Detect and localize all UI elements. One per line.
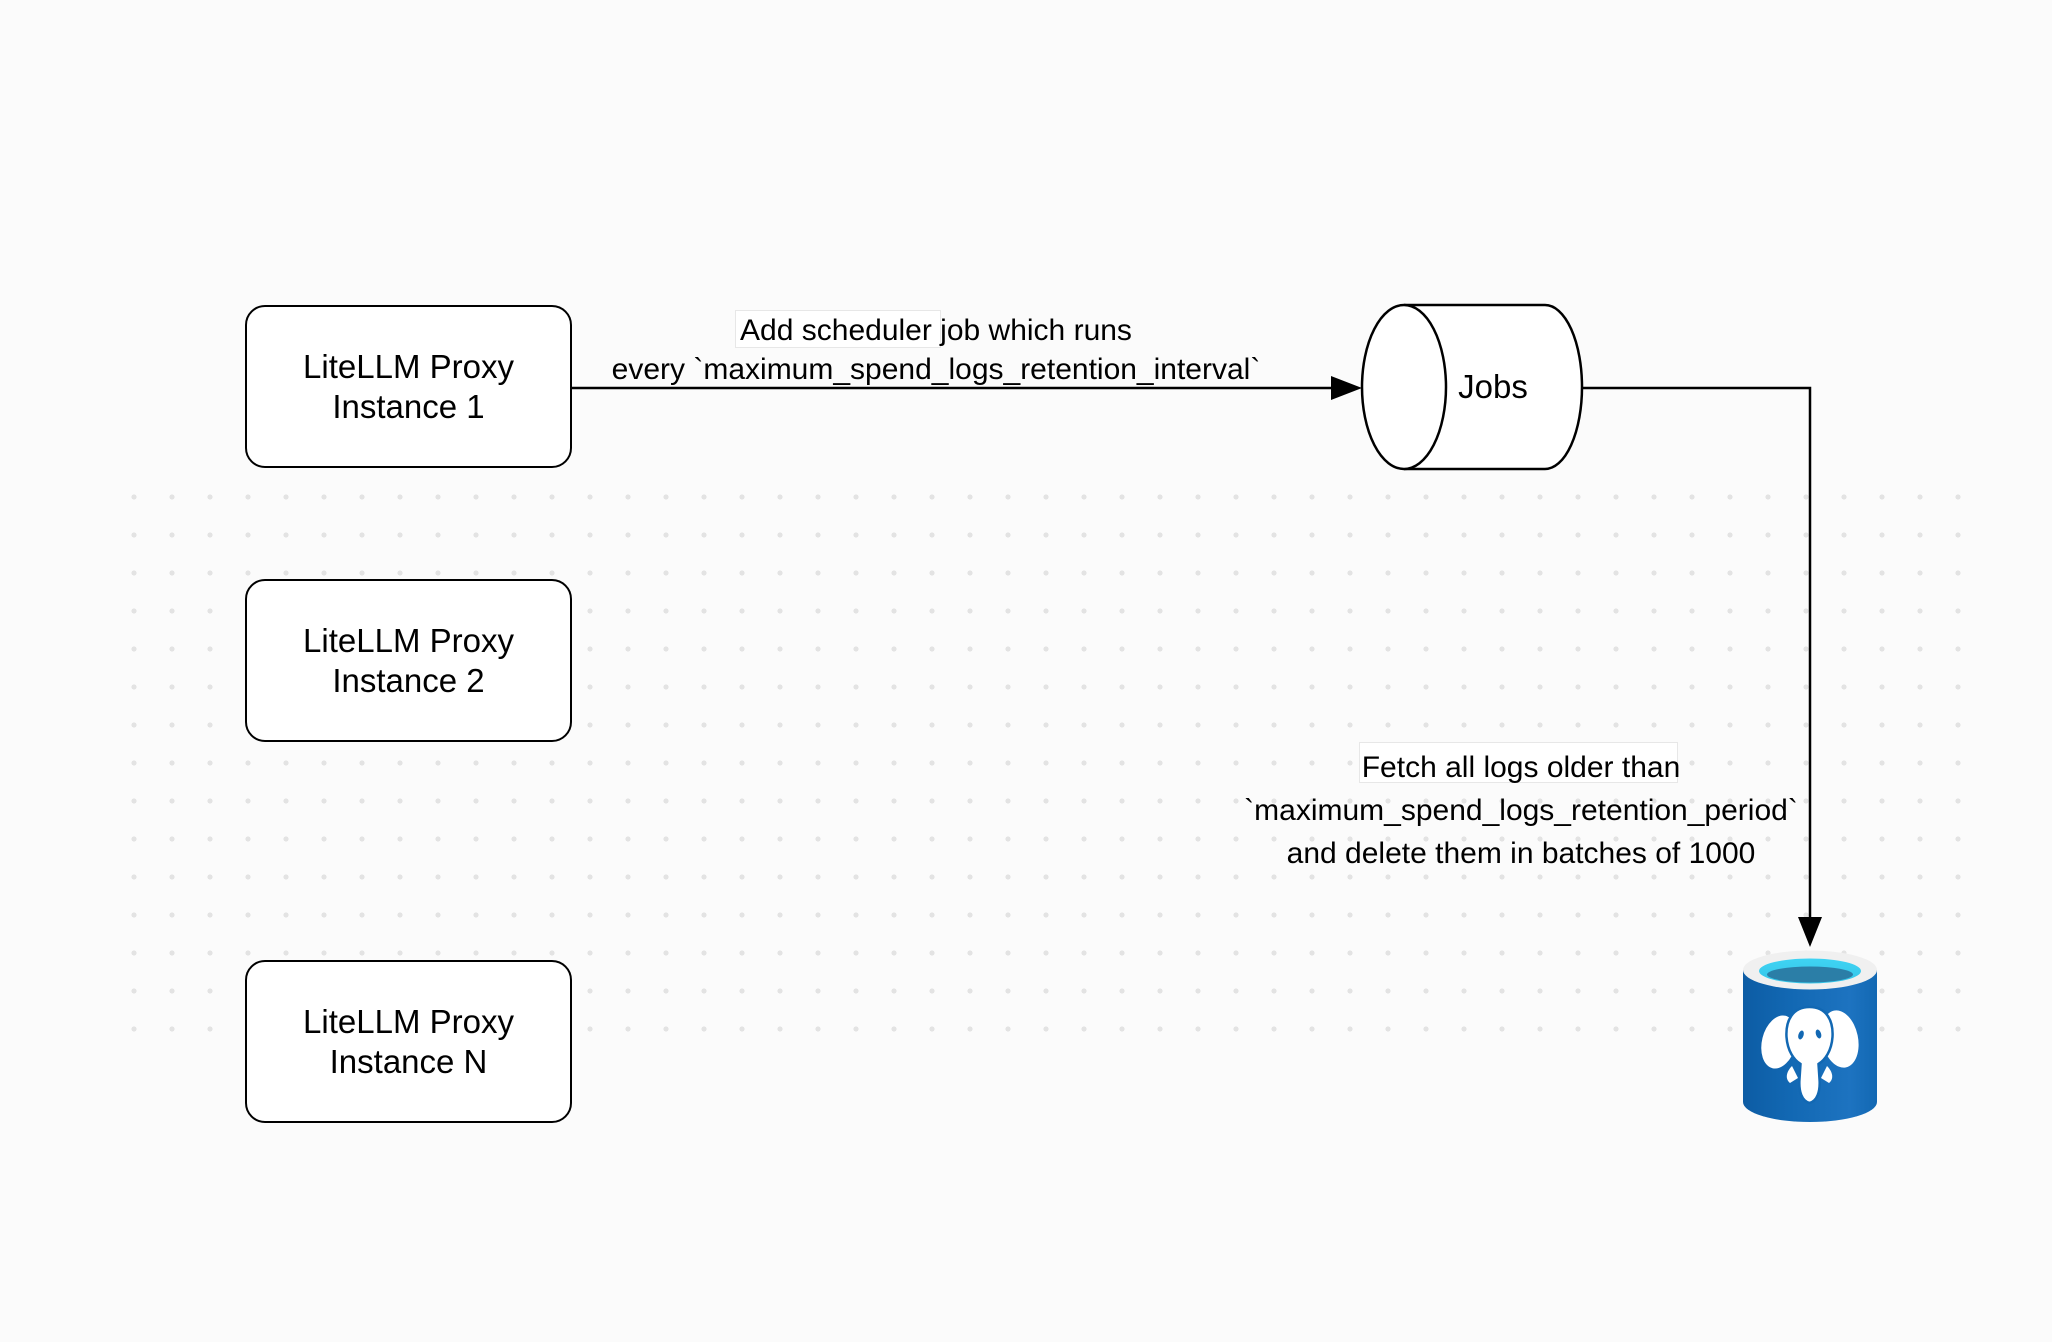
- node-litellm-proxy-instance-1: LiteLLM Proxy Instance 1: [245, 305, 572, 468]
- edge-proxy1-to-jobs: [572, 376, 1362, 400]
- edge-jobs-to-postgres: [1582, 386, 1822, 947]
- db-top-water: [1767, 966, 1853, 983]
- node-litellm-proxy-instance-2: LiteLLM Proxy Instance 2: [245, 579, 572, 742]
- elephant-left-eye: [1798, 1030, 1804, 1040]
- elephant-face-and-trunk: [1785, 1005, 1834, 1105]
- edge-label-background: [735, 310, 941, 348]
- node-label-line: Instance 2: [332, 661, 485, 699]
- node-label-line: LiteLLM Proxy: [303, 347, 514, 385]
- edge-label-background: [1359, 742, 1678, 783]
- edge-label-line: and delete them in batches of 1000: [1286, 837, 1756, 870]
- jobs-queue-label: Jobs: [1458, 368, 1528, 405]
- node-label-line: LiteLLM Proxy: [303, 1002, 514, 1040]
- postgresql-database-icon: [1743, 950, 1877, 1122]
- node-label-line: Instance 1: [332, 387, 485, 425]
- elephant-right-tusk: [1821, 1066, 1833, 1083]
- edge-label-line: Add scheduler job which runs: [740, 314, 1132, 347]
- edge-label-scheduler: Add scheduler job which runs every `maxi…: [566, 311, 1306, 389]
- postgres-elephant-logo: [1761, 1005, 1859, 1105]
- arrowhead-icon: [1331, 376, 1362, 400]
- edge-label-line: every `maximum_spend_logs_retention_inte…: [611, 353, 1261, 386]
- edge-label-line: Fetch all logs older than: [1361, 751, 1681, 784]
- queue-body: [1404, 303, 1584, 471]
- node-label-line: LiteLLM Proxy: [303, 621, 514, 659]
- arrowhead-icon: [1798, 917, 1822, 947]
- queue-open-end: [1360, 303, 1448, 471]
- edge-label-line: `maximum_spend_logs_retention_period`: [1244, 794, 1798, 827]
- node-litellm-proxy-instance-n: LiteLLM Proxy Instance N: [245, 960, 572, 1123]
- node-label-line: Instance N: [329, 1042, 488, 1080]
- elephant-left-tusk: [1786, 1066, 1798, 1083]
- elephant-right-eye: [1815, 1029, 1822, 1039]
- jobs-queue-shape: [1360, 303, 1584, 471]
- edge-line: [1582, 386, 1812, 918]
- edge-label-fetch-delete: Fetch all logs older than `maximum_spend…: [1121, 746, 1921, 875]
